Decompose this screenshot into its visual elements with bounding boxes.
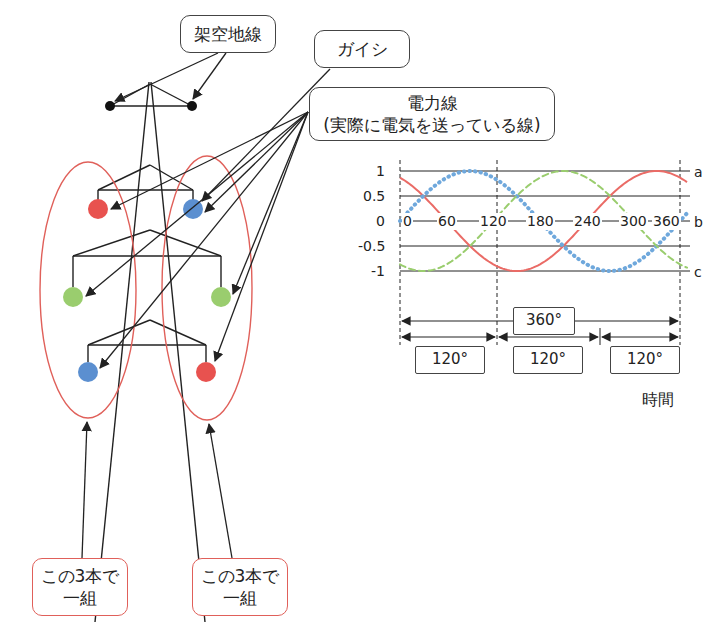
box-text: 360° [526,311,562,331]
x-tick-label: 240 [573,213,602,230]
box-text: 120° [432,350,468,370]
leader-lines [82,53,330,558]
phase-label: b [694,214,703,231]
y-tick-label: 0.5 [363,188,385,205]
box-text: 120° [627,350,663,370]
box-text: ガイシ [337,38,388,60]
ground-wire-dot [187,101,197,111]
y-tick-label: 1 [376,163,385,180]
y-tick-label: -1 [371,263,385,280]
period-tick [600,328,601,345]
ground-wire-dot [105,101,115,111]
power-line-dot [78,362,98,382]
chart-grid [400,171,690,271]
phase-curve [400,171,687,271]
x-tick-label: 120 [479,213,508,230]
box-text: この3本で 一組 [200,565,280,609]
box-text: この3本で 一組 [40,565,120,609]
phase-label: a [694,164,703,181]
phase-curve [400,171,687,271]
x-tick-label: 300 [619,213,648,230]
power-line-dot [196,362,216,382]
span-box: 120° [415,346,485,374]
x-tick-label: 0 [402,213,413,230]
period-markers [400,160,680,345]
box-text: (実際に電気を送っている線) [323,114,540,136]
group-callout-box: この3本で 一組 [192,558,288,616]
box-text: 120° [530,350,566,370]
span-box: 120° [513,346,583,374]
power-line-dot [63,287,83,307]
y-tick-label: -0.5 [358,238,385,255]
power-line-dot [88,199,108,219]
axis-label: 時間 [642,390,674,409]
span-box: 360° [513,307,575,335]
phase-curve [400,171,687,271]
x-tick-label: 180 [526,213,555,230]
callout-box: 架空地線 [180,15,276,53]
group-ellipse [40,162,136,418]
callout-box: ガイシ [314,30,410,68]
x-tick-label: 360 [652,213,681,230]
y-tick-label: 0 [376,213,385,230]
phase-label: c [694,264,702,281]
x-tick-label: 60 [437,213,457,230]
sine-curves [400,171,687,271]
power-line-dot [211,287,231,307]
group-callout-box: この3本で 一組 [32,558,128,616]
callout-box: 電力線(実際に電気を送っている線) [309,87,555,141]
box-text: 電力線 [407,92,458,114]
span-box: 120° [610,346,680,374]
box-text: 架空地線 [194,23,262,45]
